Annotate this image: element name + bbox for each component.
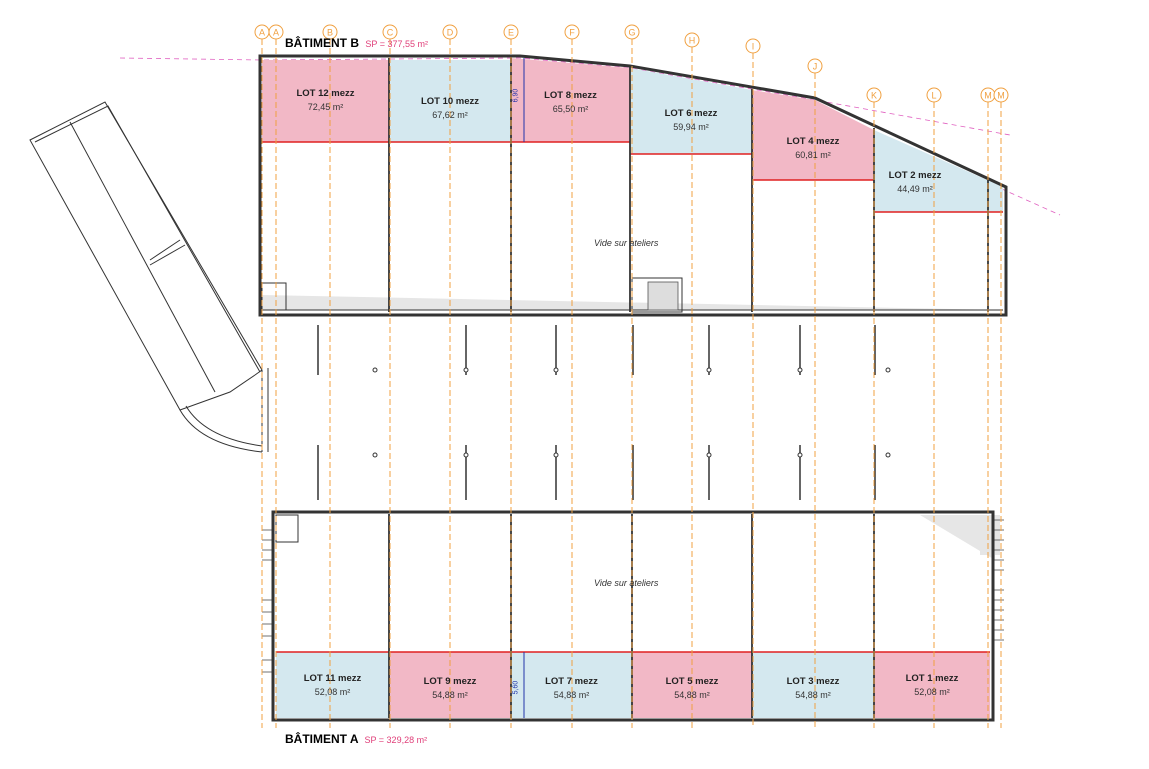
- building-b-name: BÂTIMENT B: [285, 36, 359, 50]
- lot-name: LOT 6 mezz: [664, 108, 718, 119]
- grid-axis-bubble: [382, 24, 398, 40]
- lot-4-fill: [752, 90, 874, 180]
- grid-axis-label: A: [273, 28, 279, 38]
- lot-10-fill: [389, 60, 511, 142]
- lot-name: LOT 9 mezz: [423, 676, 477, 687]
- lot-3-fill: [752, 652, 874, 718]
- grid-axis-bubble: [993, 87, 1009, 103]
- lot-9-mezz[interactable]: LOT 9 mezz 54,88 m²: [389, 658, 511, 718]
- lot-6-fill: [630, 68, 752, 154]
- lot-area: 54,88 m²: [674, 690, 710, 700]
- vide-label-b: Vide sur ateliers: [594, 238, 659, 248]
- lot-11-mezz[interactable]: LOT 11 mezz 52,08 m²: [276, 655, 389, 715]
- lot-name: LOT 11 mezz: [303, 673, 362, 684]
- building-a-outline: [271, 510, 995, 722]
- grid-axis-label: M: [984, 91, 992, 101]
- lot-name: LOT 5 mezz: [665, 676, 719, 687]
- building-b-sp: SP = 377,55 m²: [365, 39, 428, 49]
- lot-area: 54,88 m²: [432, 690, 468, 700]
- lot-area: 52,08 m²: [314, 687, 351, 697]
- lot-name: LOT 12 mezz: [296, 88, 355, 99]
- building-a-shade-2: [920, 515, 995, 560]
- lot-2-mezz[interactable]: LOT 2 mezz 44,49 m²: [854, 152, 976, 212]
- lot-area: 72,45 m²: [307, 102, 344, 112]
- grid-axis-label: K: [871, 91, 877, 101]
- lot-8-fill: [511, 58, 630, 142]
- lot-area: 59,94 m²: [673, 122, 709, 132]
- grid-axis-label: F: [569, 28, 575, 38]
- site-boundary-line: [119, 57, 1011, 136]
- building-a-stair-box: [275, 514, 299, 543]
- grid-axis-label: E: [508, 28, 514, 38]
- grid-axis-label: C: [387, 28, 394, 38]
- lot-8-mezz[interactable]: LOT 8 mezz 65,50 m²: [511, 72, 630, 132]
- lot-area: 54,88 m²: [553, 690, 590, 700]
- grid-axis-bubble: [442, 24, 458, 40]
- grid-axis-label: M: [997, 91, 1005, 101]
- lot-12-fill: [262, 60, 389, 142]
- lot-area: 60,81 m²: [795, 150, 831, 160]
- lot-1-mezz[interactable]: LOT 1 mezz 52,08 m²: [874, 655, 990, 715]
- grid-axis-label: H: [689, 36, 696, 46]
- lot-name: LOT 4 mezz: [786, 136, 840, 147]
- lot-area: 54,88 m²: [795, 690, 831, 700]
- grid-axis-label: J: [813, 62, 818, 72]
- building-a-sp: SP = 329,28 m²: [364, 735, 428, 745]
- building-a-title: BÂTIMENT A SP = 329,28 m²: [285, 732, 427, 746]
- lot-area: 65,50 m²: [552, 104, 589, 114]
- grid-axis-bubble: [503, 24, 519, 40]
- grid-axes-lines: [261, 39, 1002, 728]
- lot-2-fill: [874, 130, 1003, 212]
- grid-axis-bubble: [564, 24, 580, 40]
- building-a-name: BÂTIMENT A: [285, 732, 359, 746]
- grid-axis-label: A: [259, 28, 265, 38]
- building-b-mezz: [262, 58, 1003, 212]
- building-b-mezz-lines: [262, 141, 1003, 213]
- lot-name: LOT 2 mezz: [888, 170, 942, 181]
- lot-name: LOT 10 mezz: [420, 96, 480, 107]
- grid-axis-bubble: [684, 32, 700, 48]
- lot-12-mezz[interactable]: LOT 12 mezz 72,45 m²: [262, 70, 389, 130]
- grid-axis-bubble: [322, 24, 338, 40]
- building-a-stairs-right: [994, 519, 1004, 641]
- building-b-title: BÂTIMENT B SP = 377,55 m²: [285, 36, 428, 50]
- grid-axis-label: I: [752, 42, 755, 52]
- lot-name: LOT 3 mezz: [786, 676, 840, 687]
- lot-10-mezz[interactable]: LOT 10 mezz 67,62 m²: [389, 78, 511, 138]
- lot-area: 52,08 m²: [914, 687, 950, 697]
- lot-4-mezz[interactable]: LOT 4 mezz 60,81 m²: [752, 118, 874, 178]
- lot-7-mezz[interactable]: LOT 7 mezz 54,88 m²: [511, 658, 632, 718]
- lot-area: 67,62 m²: [432, 110, 468, 120]
- building-a-stairs-left: [262, 529, 272, 673]
- grid-axis-bubble: [268, 24, 284, 40]
- building-b-door-fill: [647, 281, 679, 311]
- grid-axis-label: D: [447, 28, 454, 38]
- building-b-outline: [258, 54, 1008, 317]
- vide-label-a: Vide sur ateliers: [594, 578, 659, 588]
- lot-name: LOT 7 mezz: [545, 676, 598, 687]
- grid-axis-bubble: [926, 87, 942, 103]
- ramp: [29, 101, 269, 453]
- lot-5-mezz[interactable]: LOT 5 mezz 54,88 m²: [632, 658, 752, 718]
- grid-axis-bubble: [866, 87, 882, 103]
- courtyard-markings: [317, 325, 876, 500]
- courtyard-dots: [372, 367, 891, 458]
- site-boundary-line-2: [869, 129, 1061, 216]
- grid-axis-bubble: [807, 58, 823, 74]
- grid-axis-bubble: [624, 24, 640, 40]
- lot-11-fill: [276, 652, 389, 718]
- lot-name: LOT 8 mezz: [544, 90, 597, 101]
- lot-name: LOT 1 mezz: [905, 673, 959, 684]
- grid-axis-bubble: [745, 38, 761, 54]
- lot-1-fill: [874, 652, 990, 718]
- grid-axis-label: B: [327, 28, 333, 38]
- lot-3-mezz[interactable]: LOT 3 mezz 54,88 m²: [752, 658, 874, 718]
- lot-6-mezz[interactable]: LOT 6 mezz 59,94 m²: [630, 90, 752, 150]
- grid-axis-label: L: [931, 91, 936, 101]
- lot-area: 44,49 m²: [897, 184, 933, 194]
- grid-axis-label: G: [628, 28, 635, 38]
